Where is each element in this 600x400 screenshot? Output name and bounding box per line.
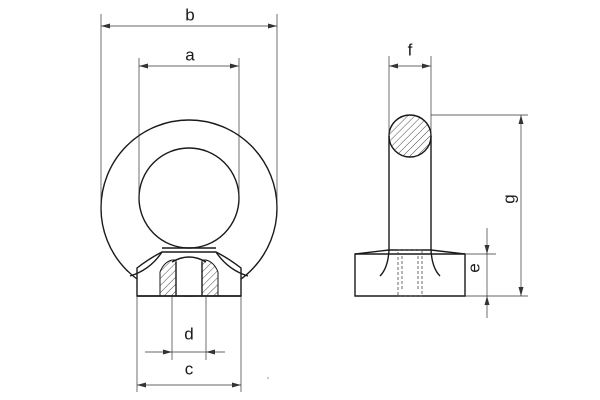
neck-curve-right <box>215 251 249 277</box>
dimension-a-label: a <box>185 46 195 65</box>
dimension-g: g <box>431 114 528 297</box>
stray-mark <box>267 377 269 379</box>
fillet-left <box>379 249 390 277</box>
fillet-right <box>430 249 441 277</box>
dimension-c-label: c <box>185 360 194 379</box>
dimension-a: a <box>138 46 240 200</box>
side-base <box>354 249 466 297</box>
dimension-f: f <box>388 41 432 136</box>
thread-dome <box>171 256 207 263</box>
dimension-d-label: d <box>184 325 193 344</box>
dimension-b-label: b <box>185 6 194 25</box>
front-view <box>100 119 278 297</box>
neck-curve-left <box>129 251 163 277</box>
dimension-e-label: e <box>465 263 484 272</box>
dimension-e: e <box>465 228 496 318</box>
dimension-c: c <box>136 296 242 392</box>
dimension-f-label: f <box>408 41 413 60</box>
ring-bar-section <box>388 114 432 158</box>
dimension-b: b <box>100 6 278 210</box>
side-view <box>354 114 466 297</box>
ring-inner-hole <box>138 147 240 249</box>
base-body <box>136 251 242 297</box>
dimension-g-label: g <box>500 194 519 203</box>
hidden-thread-outer <box>397 249 423 297</box>
threaded-hole-section <box>159 256 219 297</box>
dimension-d: d <box>145 296 225 360</box>
